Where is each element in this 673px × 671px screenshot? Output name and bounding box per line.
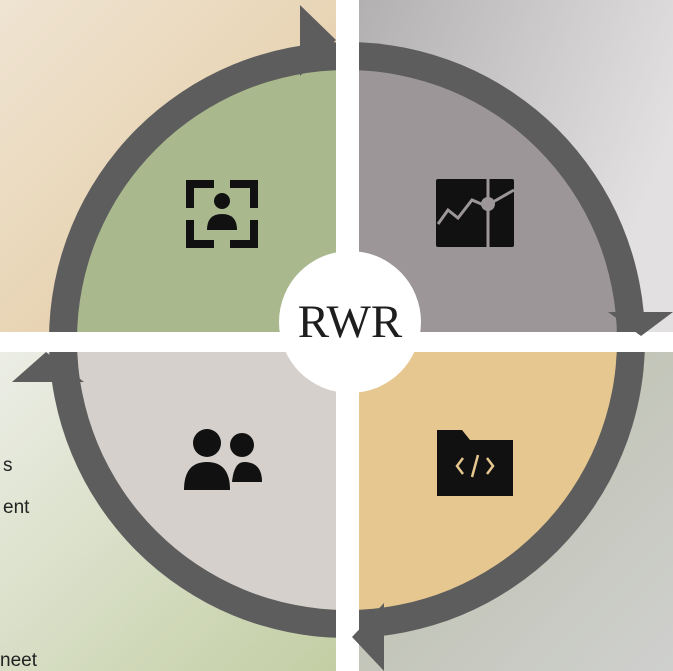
text-fragment-3: neet <box>0 650 37 671</box>
code-folder-icon <box>437 430 513 496</box>
arrow-head-right <box>608 312 673 336</box>
user-focus-icon <box>186 180 258 248</box>
line-chart-icon <box>436 179 515 247</box>
people-group-icon <box>184 429 262 490</box>
text-fragment-2: ent <box>3 497 30 518</box>
arrow-head-left <box>12 352 84 382</box>
center-label: RWR <box>297 296 403 348</box>
arrow-head-top <box>300 5 336 76</box>
text-fragment-1: s <box>3 455 13 476</box>
center-circle <box>279 251 421 393</box>
arrow-head-bottom <box>352 603 384 671</box>
quadrant-top-left <box>77 70 347 340</box>
